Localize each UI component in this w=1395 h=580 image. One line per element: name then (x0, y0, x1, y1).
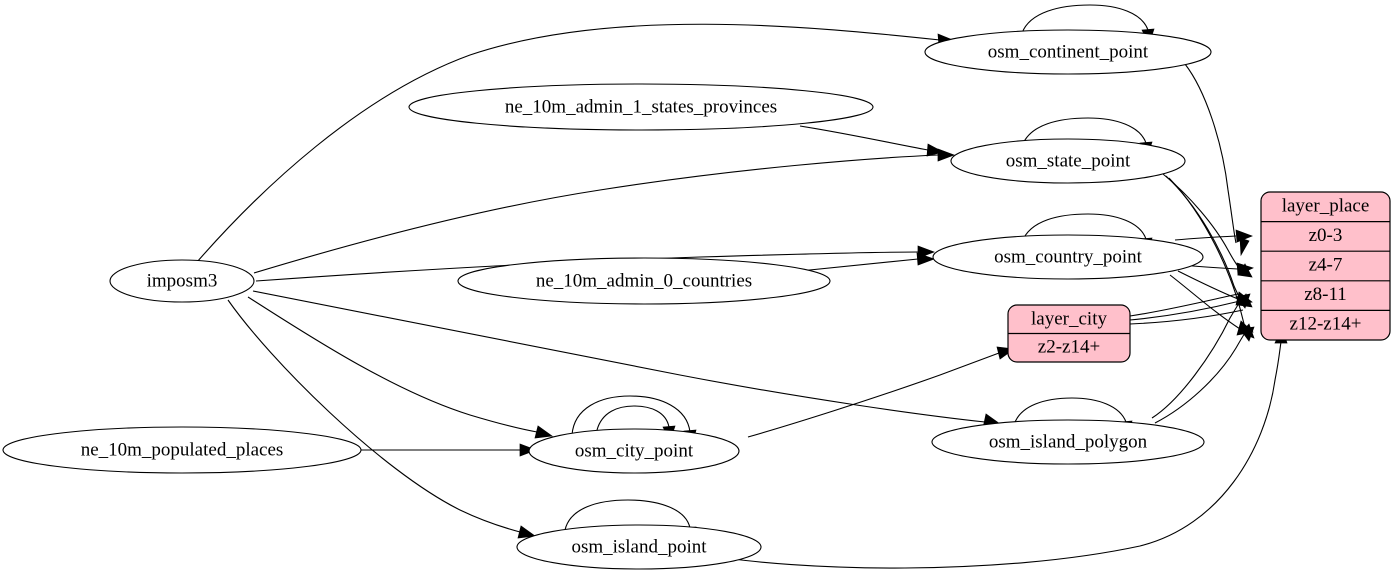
layer-city-row-z2-z14[interactable]: z2-z14+ (1038, 336, 1100, 357)
layer-city-header-label: layer_city (1031, 308, 1107, 329)
edge-osm-island-polygon-to-layer-place-z8-11 (1151, 293, 1251, 419)
layer-place-row-z4-7[interactable]: z4-7 (1309, 254, 1343, 275)
node-imposm3[interactable]: imposm3 (109, 259, 255, 303)
node-layer: imposm3 ne_10m_admin_1_states_provinces … (2, 29, 1212, 570)
node-osm-state-point-label: osm_state_point (1006, 150, 1131, 171)
node-osm-island-point-label: osm_island_point (571, 536, 707, 557)
edge-layer-city-connectors (1129, 293, 1244, 325)
edge-ne-states-to-osm-state-point (799, 125, 944, 157)
edge-osm-continent-point-to-layer-place-z0-3 (1184, 63, 1250, 257)
record-layer: layer_city z2-z14+ layer_place z0-3 z4-7… (1007, 191, 1391, 363)
node-osm-island-polygon[interactable]: osm_island_polygon (931, 419, 1205, 465)
edge-imposm3-to-osm-state-point (253, 148, 955, 274)
node-osm-island-polygon-label: osm_island_polygon (989, 431, 1148, 452)
node-ne-10m-admin-0-countries[interactable]: ne_10m_admin_0_countries (457, 257, 831, 305)
node-layer-place[interactable]: layer_place z0-3 z4-7 z8-11 z12-z14+ (1260, 191, 1391, 341)
layer-place-row-z12-z14[interactable]: z12-z14+ (1290, 314, 1362, 335)
node-osm-city-point-label: osm_city_point (575, 440, 694, 461)
node-osm-state-point[interactable]: osm_state_point (950, 138, 1186, 184)
node-osm-island-point[interactable]: osm_island_point (516, 524, 762, 570)
edge-osm-island-polygon-to-layer-place-z12-z14 (1154, 326, 1255, 424)
layer-place-row-z8-11[interactable]: z8-11 (1304, 284, 1347, 305)
layer-place-header-label: layer_place (1282, 195, 1370, 216)
edge-osm-country-point-to-layer-place-z0-3 (1174, 229, 1253, 243)
edge-imposm3-to-osm-city-point (247, 296, 553, 439)
edge-imposm3-to-osm-island-polygon (252, 290, 1001, 429)
edge-osm-city-point-to-layer-city (747, 346, 1015, 438)
node-osm-country-point[interactable]: osm_country_point (932, 234, 1204, 280)
edge-ne-countries-to-osm-country-point (789, 252, 936, 273)
node-osm-continent-point-label: osm_continent_point (988, 41, 1149, 62)
edge-imposm3-to-osm-continent-point (196, 23, 957, 263)
edge-ne-populated-to-osm-city-point (361, 443, 537, 457)
node-layer-city[interactable]: layer_city z2-z14+ (1007, 304, 1131, 363)
node-imposm3-label: imposm3 (147, 270, 218, 291)
node-osm-country-point-label: osm_country_point (994, 246, 1142, 267)
node-ne-states-label: ne_10m_admin_1_states_provinces (505, 96, 777, 117)
node-ne-populated-label: ne_10m_populated_places (81, 439, 284, 460)
node-ne-10m-admin-1-states-provinces[interactable]: ne_10m_admin_1_states_provinces (408, 83, 874, 131)
edge-imposm3-to-osm-island-point (227, 299, 536, 539)
node-ne-10m-populated-places[interactable]: ne_10m_populated_places (2, 426, 362, 474)
node-osm-continent-point[interactable]: osm_continent_point (924, 29, 1212, 75)
node-ne-countries-label: ne_10m_admin_0_countries (536, 270, 752, 291)
node-osm-city-point[interactable]: osm_city_point (528, 428, 740, 474)
layer-place-row-z0-3[interactable]: z0-3 (1309, 225, 1343, 246)
